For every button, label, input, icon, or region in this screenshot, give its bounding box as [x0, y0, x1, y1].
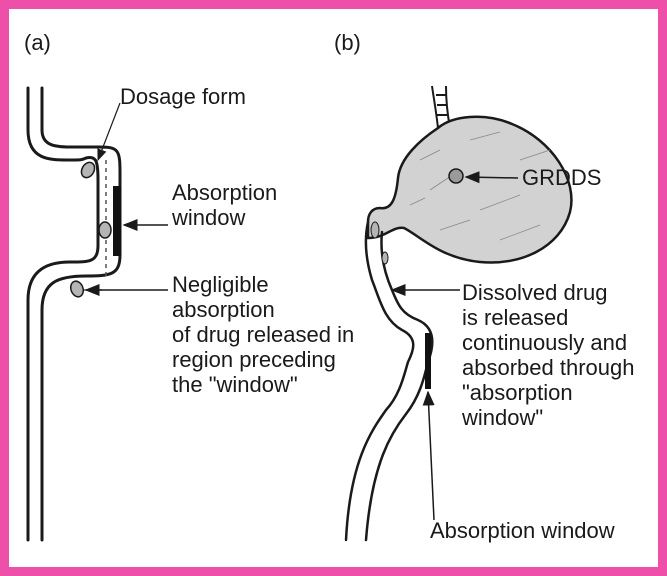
label-dosage-form: Dosage form	[120, 84, 246, 109]
absorption-window-bar-icon	[113, 186, 121, 256]
label-absorption-window-b: Absorption window	[430, 518, 615, 543]
capsule-icon	[449, 169, 463, 183]
label-dissolved-drug: Dissolved drug is released continuously …	[462, 280, 652, 430]
arrow-icon	[428, 392, 434, 520]
capsule-icon	[79, 160, 97, 180]
capsule-icon	[99, 222, 111, 238]
label-negligible-absorption: Negligible absorption of drug released i…	[172, 272, 372, 397]
capsule-icon	[69, 279, 86, 298]
intestine-tube-icon	[28, 88, 120, 540]
absorption-window-bar-icon	[425, 333, 431, 389]
arrow-icon	[466, 177, 518, 178]
panel-a-tag: (a)	[24, 30, 51, 56]
label-grdds: GRDDS	[522, 165, 601, 190]
capsule-icon	[382, 252, 388, 264]
panel-b-tag: (b)	[334, 30, 361, 56]
label-absorption-window-a: Absorption window	[172, 180, 277, 230]
capsule-icon	[371, 222, 379, 238]
